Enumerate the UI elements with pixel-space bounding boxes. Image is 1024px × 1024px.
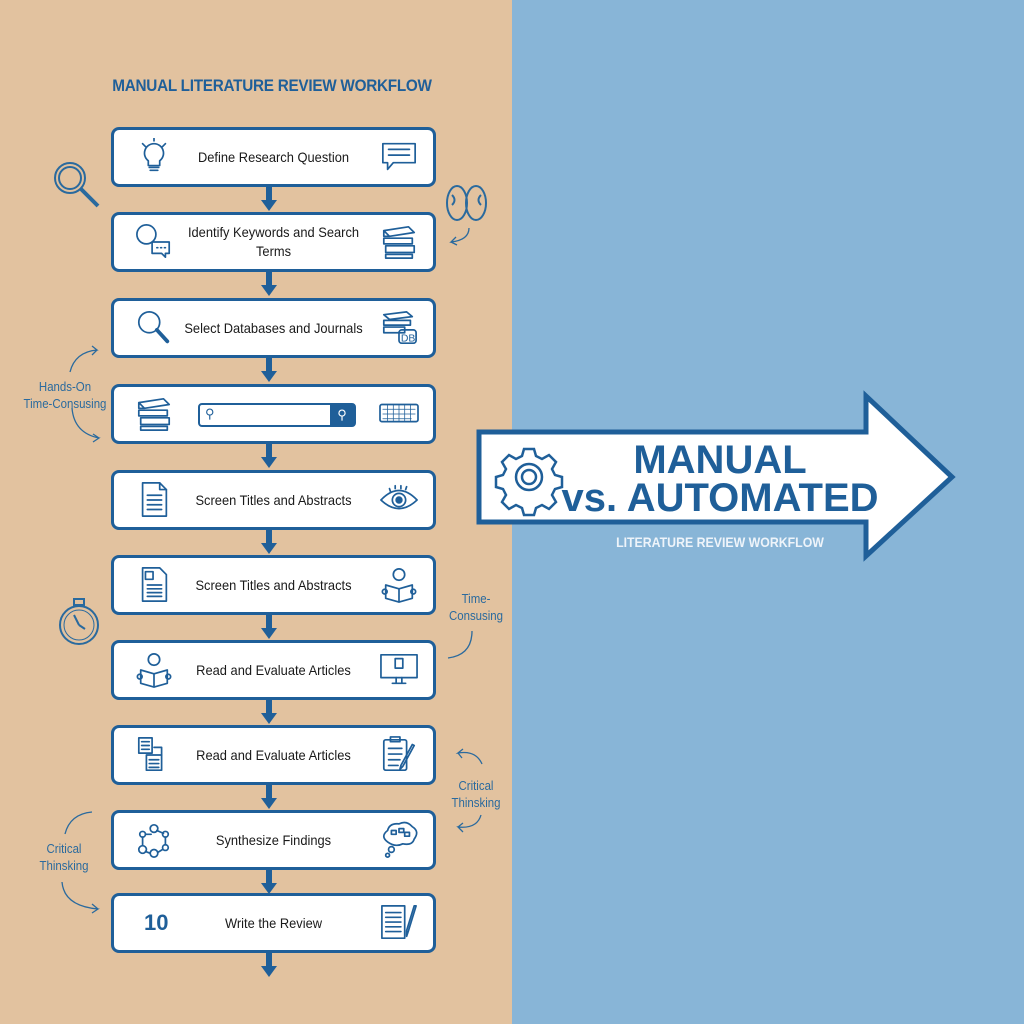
- curved-arrow: [447, 630, 473, 659]
- workflow-title: MANUAL LITERATURE REVIEW WORKFLOW: [112, 76, 432, 95]
- search-icon: ⚲: [205, 406, 215, 421]
- note-line: Thinsking: [451, 795, 501, 810]
- step-label: Read and Evaluate Articles: [196, 661, 351, 678]
- note-line: Time-: [461, 591, 491, 606]
- eye-icon: [379, 481, 419, 519]
- network-icon: [134, 821, 174, 859]
- documents-icon: [134, 736, 174, 774]
- step-label: Screen Titles and Abstracts: [195, 491, 352, 508]
- clipboard-pencil-icon: [379, 736, 419, 774]
- workflow-step-4: ⚲⚲: [111, 384, 436, 444]
- flow-arrow-down: [261, 615, 277, 639]
- svg-text:DB: DB: [401, 333, 416, 344]
- monitor-icon: [379, 651, 419, 689]
- speech-bubble-icon: [379, 138, 419, 176]
- note-line: Consusing: [448, 608, 504, 623]
- step-label: Define Research Question: [197, 148, 350, 165]
- workflow-step-7: Read and Evaluate Articles: [111, 640, 436, 700]
- chat-bubbles-icon: [134, 223, 174, 261]
- flow-arrow-down: [261, 444, 277, 468]
- note-line: Thinsking: [39, 858, 89, 873]
- curved-arrow: [456, 814, 482, 833]
- curved-arrow: [71, 407, 101, 443]
- keyboard-icon: [379, 395, 419, 433]
- books-icon: [379, 223, 419, 261]
- books-icon: [134, 395, 174, 433]
- document-image-icon: [134, 566, 174, 604]
- search-button-icon[interactable]: ⚲: [330, 405, 354, 425]
- decorations: [54, 162, 487, 914]
- flow-arrow-down: [261, 785, 277, 809]
- step-label: Read and Evaluate Articles: [196, 746, 351, 763]
- document-pen-icon: [379, 904, 419, 942]
- flow-arrow-down: [261, 870, 277, 894]
- note-line: Critical: [458, 778, 494, 793]
- step-label: Screen Titles and Abstracts: [195, 576, 352, 593]
- workflow-step-1: Define Research Question: [111, 127, 436, 187]
- workflow-step-10: 10 Write the Review: [111, 893, 436, 953]
- database-books-icon: DB: [379, 309, 419, 347]
- workflow-step-5: Screen Titles and Abstracts: [111, 470, 436, 530]
- search-bar[interactable]: ⚲⚲: [198, 403, 356, 427]
- workflow-step-2: Identify Keywords and Search Terms: [111, 212, 436, 272]
- curved-arrow: [61, 881, 100, 914]
- document-icon: [134, 481, 174, 519]
- brain-icon: [446, 185, 487, 221]
- curved-arrow: [455, 748, 483, 765]
- stopwatch-icon: [59, 598, 99, 645]
- note-line: Critical: [46, 841, 82, 856]
- flow-arrow-down: [261, 272, 277, 296]
- note-line: Time-Consusing: [23, 396, 107, 411]
- reader-icon: [134, 651, 174, 689]
- note-line: Hands-On: [38, 379, 92, 394]
- step-label: Identify Keywords and Search Terms: [187, 224, 360, 259]
- banner-line-2: vs. AUTOMATED: [561, 476, 879, 520]
- step-label: Select Databases and Journals: [184, 319, 363, 336]
- step-label: Synthesize Findings: [215, 831, 332, 848]
- workflow-step-9: Synthesize Findings: [111, 810, 436, 870]
- flow-arrow-down: [261, 953, 277, 977]
- flow-arrow-down: [261, 700, 277, 724]
- flow-arrow-down: [261, 530, 277, 554]
- step-number: 10: [144, 910, 169, 935]
- step-label: Write the Review: [224, 914, 323, 931]
- magnifier-icon: [54, 162, 100, 208]
- lightbulb-icon: [134, 137, 174, 176]
- curved-arrow: [69, 345, 99, 373]
- banner-subtitle: LITERATURE REVIEW WORKFLOW: [616, 534, 824, 550]
- banner-line-1: MANUAL: [633, 438, 807, 482]
- curved-arrow: [64, 811, 93, 835]
- workflow-step-8: Read and Evaluate Articles: [111, 725, 436, 785]
- curved-arrow: [449, 227, 470, 246]
- magnifier-icon: [134, 309, 174, 347]
- thought-bubble-icon: [379, 821, 419, 859]
- note-time-consuming: Time- Consusing: [441, 590, 511, 624]
- flow-arrow-down: [261, 358, 277, 382]
- workflow-step-6: Screen Titles and Abstracts: [111, 555, 436, 615]
- flow-arrow-down: [261, 187, 277, 211]
- reader-icon: [379, 566, 419, 604]
